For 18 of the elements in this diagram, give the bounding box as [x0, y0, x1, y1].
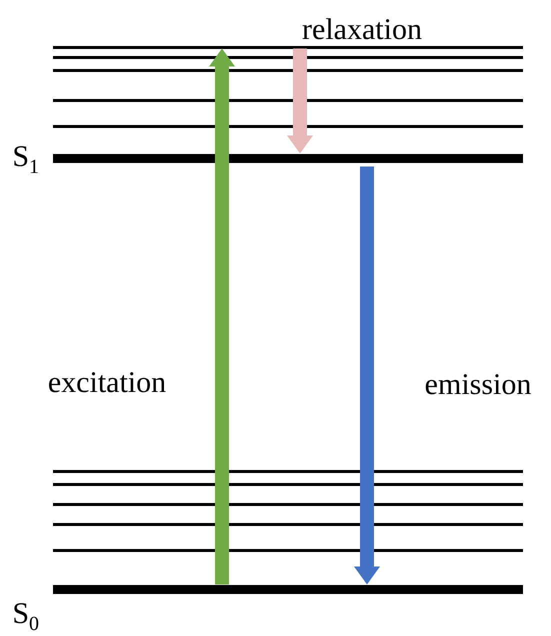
arrow [209, 48, 235, 584]
energy-level-line [53, 124, 523, 128]
energy-level-line [53, 56, 523, 58]
energy-level-line [53, 68, 523, 72]
energy-level-line [53, 482, 523, 486]
energy-level-line [53, 502, 523, 506]
state-label: S$_{0}$ [12, 598, 39, 634]
state-label: S$_{1}$ [12, 142, 39, 176]
energy-level-line [53, 470, 523, 472]
edge-label: excitation [48, 368, 166, 398]
arrow [354, 166, 380, 584]
energy-level-line [53, 548, 523, 552]
energy-level-line [53, 46, 523, 48]
energy-level-line [53, 522, 523, 526]
edge-label: relaxation [302, 15, 422, 45]
energy-level-line [53, 98, 523, 102]
edge-label: emission [424, 370, 532, 400]
arrow [287, 48, 313, 154]
